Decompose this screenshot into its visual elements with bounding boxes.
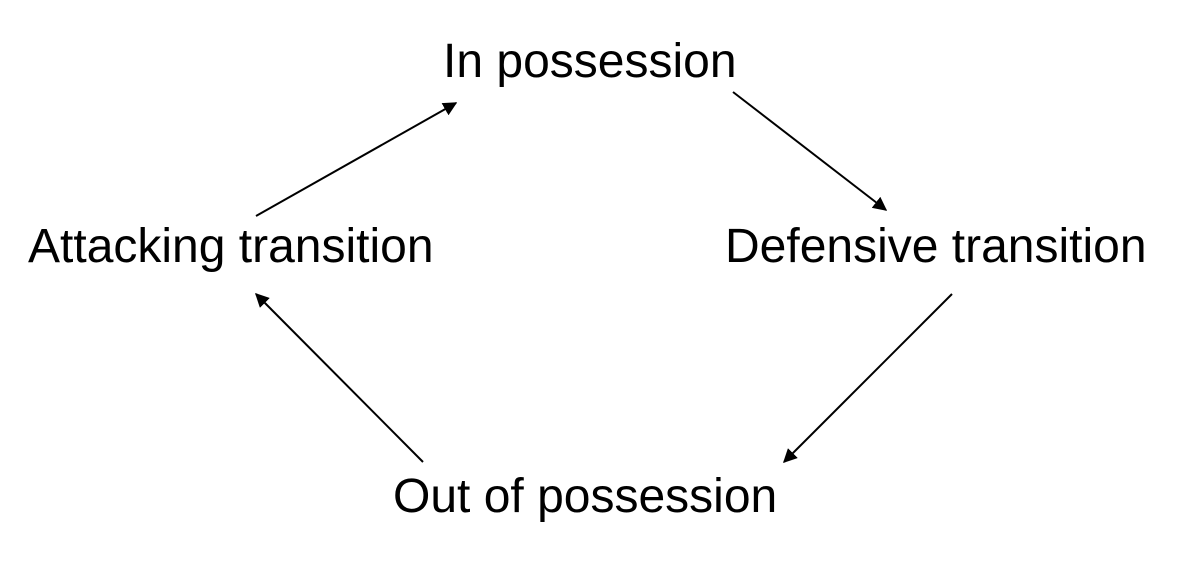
node-in-possession: In possession — [443, 35, 737, 88]
arrow-defensive-transition-to-out-of-possession — [783, 293, 953, 463]
arrow-out-of-possession-to-attacking-transition — [255, 293, 424, 463]
node-defensive-transition: Defensive transition — [725, 220, 1147, 273]
node-attacking-transition: Attacking transition — [28, 220, 434, 273]
arrow-in-possession-to-defensive-transition — [732, 91, 888, 211]
node-out-of-possession: Out of possession — [393, 470, 778, 523]
arrow-attacking-transition-to-in-possession — [255, 102, 458, 217]
